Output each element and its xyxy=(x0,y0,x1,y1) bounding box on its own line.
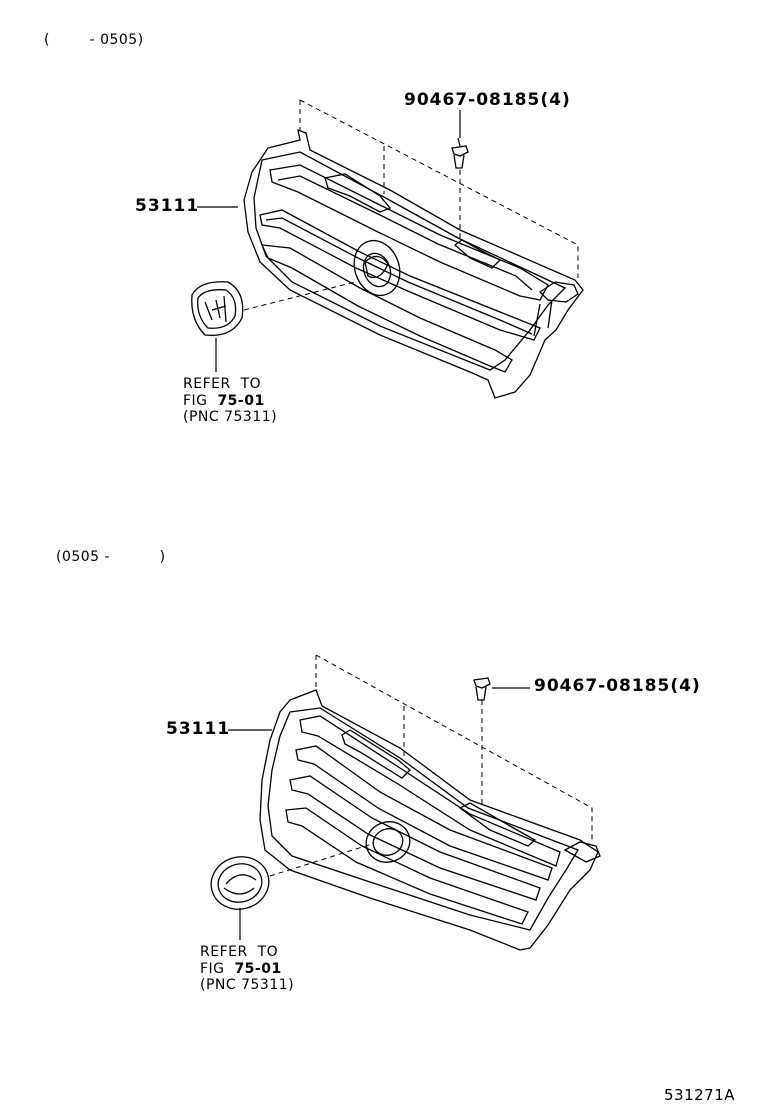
bottom-date-range: (0505 - ) xyxy=(56,549,166,565)
bottom-ref-fig[interactable]: FIG 75-01 xyxy=(200,962,282,976)
top-ref-pnc: (PNC 75311) xyxy=(183,409,278,425)
top-clip-part-number[interactable]: 90467-08185(4) xyxy=(404,90,571,110)
top-ref-fig[interactable]: FIG 75-01 xyxy=(183,394,265,408)
bottom-grille-part-number[interactable]: 53111 xyxy=(166,719,231,739)
top-grille-part-number[interactable]: 53111 xyxy=(135,196,200,216)
bottom-ref-pnc: (PNC 75311) xyxy=(200,977,295,993)
illustration-code: 531271A xyxy=(664,1086,736,1104)
bottom-clip-icon xyxy=(473,677,491,701)
top-ref-fig-prefix: FIG xyxy=(183,393,218,409)
bottom-ref-line1: REFER TO xyxy=(200,944,279,960)
top-date-range: ( - 0505) xyxy=(44,32,144,48)
bottom-ref-fig-prefix: FIG xyxy=(200,961,235,977)
top-clip-icon xyxy=(451,137,469,169)
bottom-grille-illustration xyxy=(259,689,601,951)
top-ref-line1: REFER TO xyxy=(183,376,262,392)
bottom-clip-part-number[interactable]: 90467-08185(4) xyxy=(534,676,701,696)
top-grille-illustration xyxy=(243,128,584,399)
bottom-ref-fig-number[interactable]: 75-01 xyxy=(234,961,282,977)
top-emblem-illustration xyxy=(191,281,244,337)
bottom-emblem-illustration xyxy=(210,856,270,910)
top-ref-fig-number[interactable]: 75-01 xyxy=(217,393,265,409)
